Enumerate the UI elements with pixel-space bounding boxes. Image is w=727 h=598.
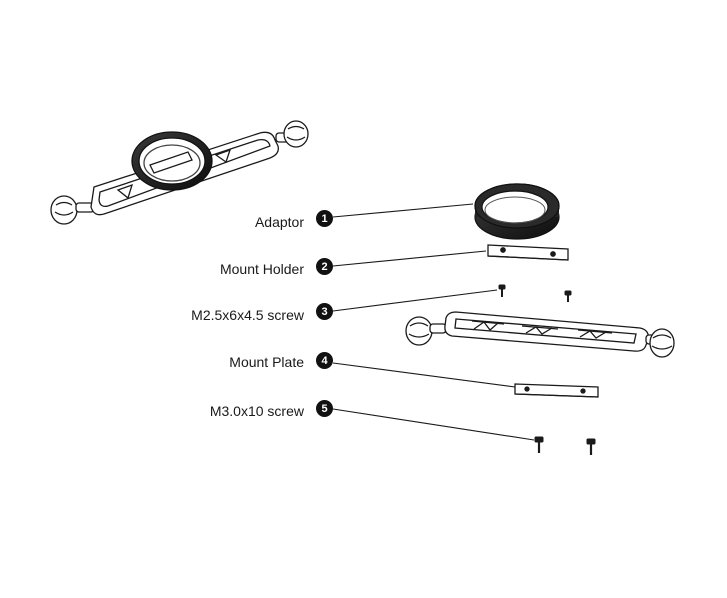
callout-badge-5: 5	[316, 400, 333, 417]
mount-holder-part	[487, 244, 569, 261]
callout-label-m30-screw: M3.0x10 screw	[209, 403, 304, 419]
callout-badge-4: 4	[316, 352, 333, 369]
tray-arm-part	[405, 311, 675, 358]
assembled-tray-with-adaptor	[50, 120, 309, 225]
callout-label-mount-holder: Mount Holder	[219, 261, 304, 277]
leader-line-5	[332, 408, 535, 441]
callout-badge-1: 1	[316, 210, 333, 227]
callout-label-adaptor: Adaptor	[254, 214, 304, 230]
m30-screws-part	[534, 436, 596, 455]
callout-badge-3: 3	[316, 303, 333, 320]
leader-line-3	[332, 289, 498, 312]
leader-lines	[332, 203, 535, 441]
callout-label-m25-screw: M2.5x6x4.5 screw	[191, 307, 304, 323]
adaptor-ring-part	[474, 183, 560, 240]
mount-plate-part	[514, 383, 599, 398]
leader-line-4	[332, 362, 516, 388]
callout-label-mount-plate: Mount Plate	[229, 354, 304, 370]
m25-screws-part	[498, 284, 572, 302]
leader-line-1	[332, 203, 474, 218]
leader-line-2	[332, 250, 487, 267]
callout-badge-2: 2	[316, 258, 333, 275]
